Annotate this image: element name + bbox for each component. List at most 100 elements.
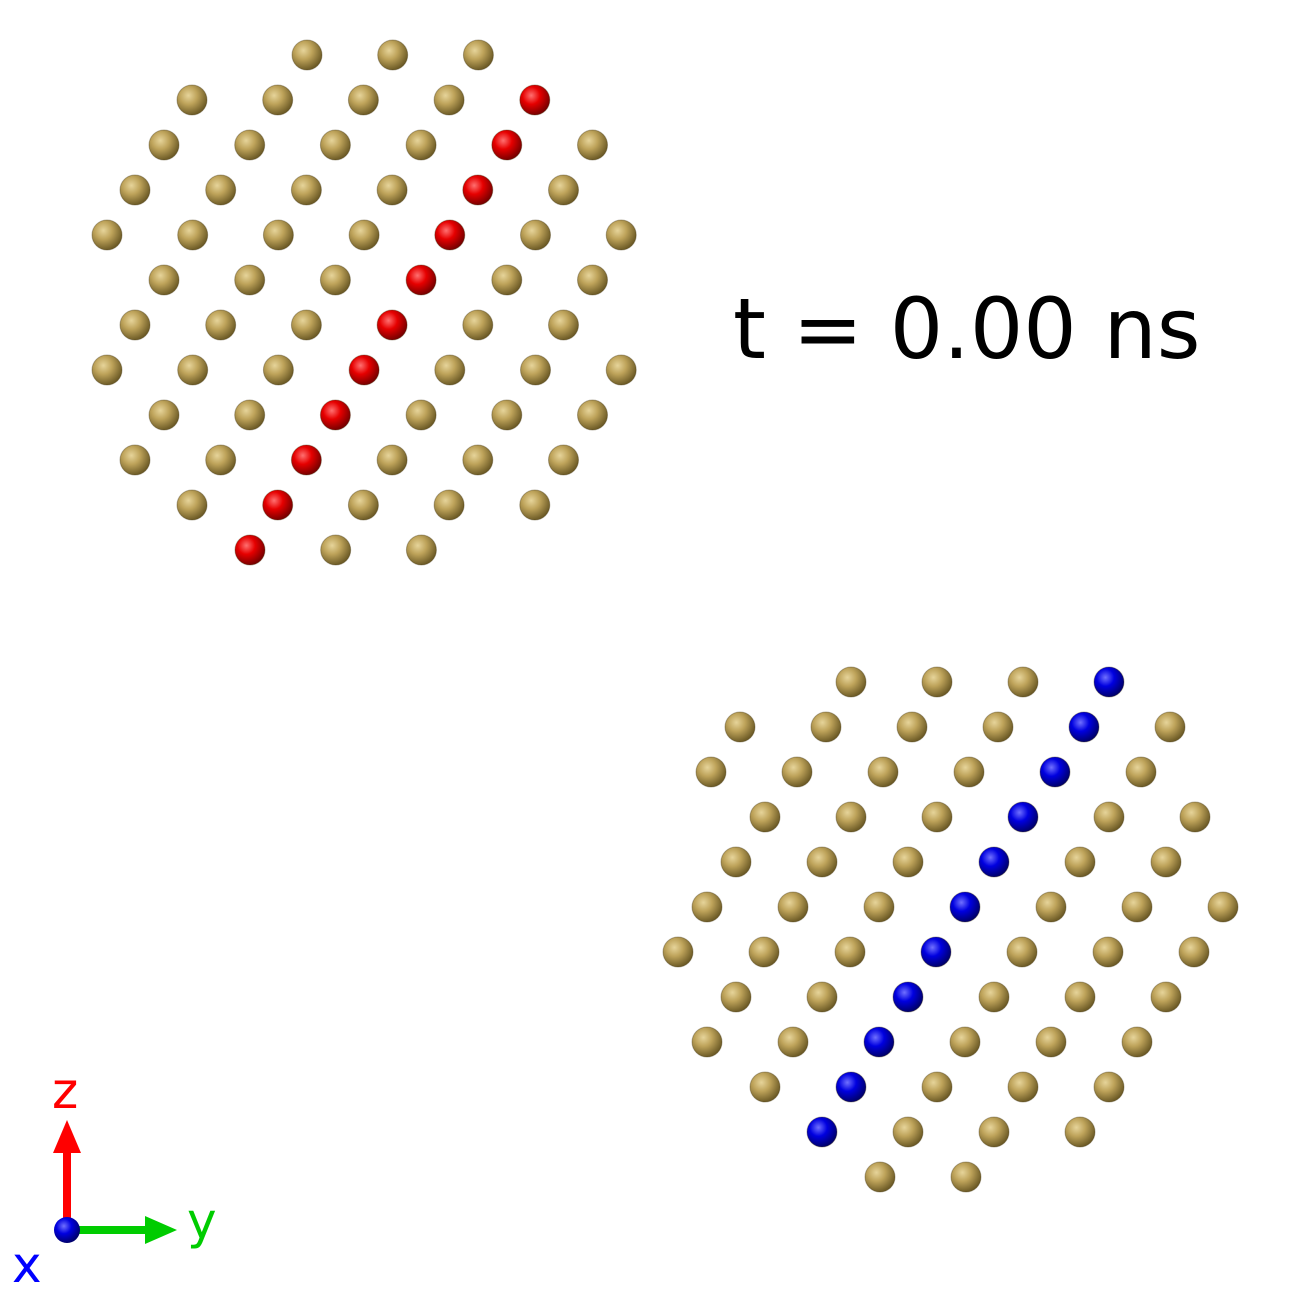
atom bbox=[1121, 891, 1153, 923]
atom bbox=[1150, 846, 1182, 878]
atom bbox=[950, 1161, 982, 1193]
atom bbox=[148, 399, 180, 431]
atom bbox=[1092, 936, 1124, 968]
atom bbox=[605, 219, 637, 251]
atom bbox=[867, 756, 899, 788]
atom bbox=[319, 264, 351, 296]
atom bbox=[433, 489, 465, 521]
highlighted-atom-red bbox=[434, 219, 466, 251]
time-label: t = 0.00 ns bbox=[733, 280, 1201, 378]
atom bbox=[662, 936, 694, 968]
atom bbox=[1207, 891, 1239, 923]
atom bbox=[319, 129, 351, 161]
atom bbox=[434, 354, 466, 386]
atom bbox=[405, 399, 437, 431]
atom bbox=[548, 309, 579, 341]
atom bbox=[691, 1026, 723, 1058]
highlighted-atom-red bbox=[376, 309, 408, 341]
atom bbox=[1154, 711, 1186, 743]
atom bbox=[262, 219, 294, 251]
atom bbox=[205, 444, 237, 476]
highlighted-atom-blue bbox=[806, 1116, 838, 1148]
atom bbox=[864, 1161, 896, 1193]
atom bbox=[1064, 981, 1096, 1013]
highlighted-atom-blue bbox=[892, 981, 924, 1013]
atom bbox=[896, 711, 928, 743]
atom bbox=[577, 129, 608, 161]
atom bbox=[749, 801, 781, 833]
atom bbox=[978, 1116, 1010, 1148]
atom bbox=[781, 756, 813, 788]
atom bbox=[262, 354, 294, 386]
atom bbox=[1035, 891, 1067, 923]
highlighted-atom-blue bbox=[978, 846, 1010, 878]
atom bbox=[491, 399, 523, 431]
atom bbox=[290, 309, 322, 341]
z-axis-arrow bbox=[53, 1120, 81, 1153]
atom bbox=[405, 129, 437, 161]
highlighted-atom-blue bbox=[1039, 756, 1071, 788]
atom bbox=[290, 174, 322, 206]
highlighted-atom-blue bbox=[1007, 801, 1039, 833]
highlighted-atom-red bbox=[519, 84, 551, 116]
x-axis-label: x bbox=[12, 1236, 42, 1294]
atom bbox=[749, 1071, 781, 1103]
atom bbox=[863, 891, 895, 923]
atom bbox=[921, 801, 953, 833]
atom bbox=[806, 846, 838, 878]
atom bbox=[834, 936, 866, 968]
atom bbox=[91, 219, 123, 251]
atom bbox=[921, 1071, 953, 1103]
highlighted-atom-blue bbox=[863, 1026, 895, 1058]
highlighted-atom-red bbox=[234, 534, 266, 566]
atom bbox=[376, 444, 408, 476]
atom bbox=[177, 219, 209, 251]
atom bbox=[892, 846, 924, 878]
atom bbox=[234, 264, 266, 296]
atom bbox=[205, 309, 237, 341]
atom bbox=[1006, 936, 1038, 968]
atom bbox=[1150, 981, 1182, 1013]
lower-right-cluster bbox=[662, 666, 1239, 1193]
atom bbox=[1178, 936, 1210, 968]
atom bbox=[978, 981, 1010, 1013]
atom bbox=[433, 84, 465, 116]
atom bbox=[234, 399, 266, 431]
highlighted-atom-red bbox=[462, 174, 494, 206]
highlighted-atom-red bbox=[262, 489, 294, 521]
atom bbox=[777, 1026, 809, 1058]
highlighted-atom-red bbox=[491, 129, 523, 161]
highlighted-atom-blue bbox=[949, 891, 981, 923]
atom bbox=[320, 534, 352, 566]
atom bbox=[1064, 846, 1096, 878]
atom bbox=[347, 84, 379, 116]
atom bbox=[695, 756, 727, 788]
atom bbox=[91, 354, 123, 386]
atom bbox=[720, 846, 752, 878]
atom bbox=[176, 489, 208, 521]
atom bbox=[720, 981, 752, 1013]
atom bbox=[548, 444, 579, 476]
y-axis-label: y bbox=[187, 1192, 217, 1250]
atom bbox=[1093, 1071, 1125, 1103]
atom bbox=[691, 891, 723, 923]
highlighted-atom-red bbox=[290, 444, 322, 476]
atom bbox=[953, 756, 985, 788]
atom bbox=[1035, 1026, 1067, 1058]
atom bbox=[377, 39, 409, 71]
atom bbox=[1121, 1026, 1153, 1058]
atom bbox=[548, 174, 579, 206]
atom bbox=[806, 981, 838, 1013]
atom bbox=[491, 264, 523, 296]
atom bbox=[405, 534, 437, 566]
upper-left-cluster bbox=[91, 39, 637, 566]
atom bbox=[262, 84, 294, 116]
atom bbox=[835, 801, 867, 833]
atom bbox=[148, 264, 180, 296]
highlighted-atom-red bbox=[348, 354, 380, 386]
atom bbox=[348, 219, 380, 251]
atom bbox=[921, 666, 953, 698]
atom bbox=[119, 174, 151, 206]
atom bbox=[1093, 801, 1125, 833]
